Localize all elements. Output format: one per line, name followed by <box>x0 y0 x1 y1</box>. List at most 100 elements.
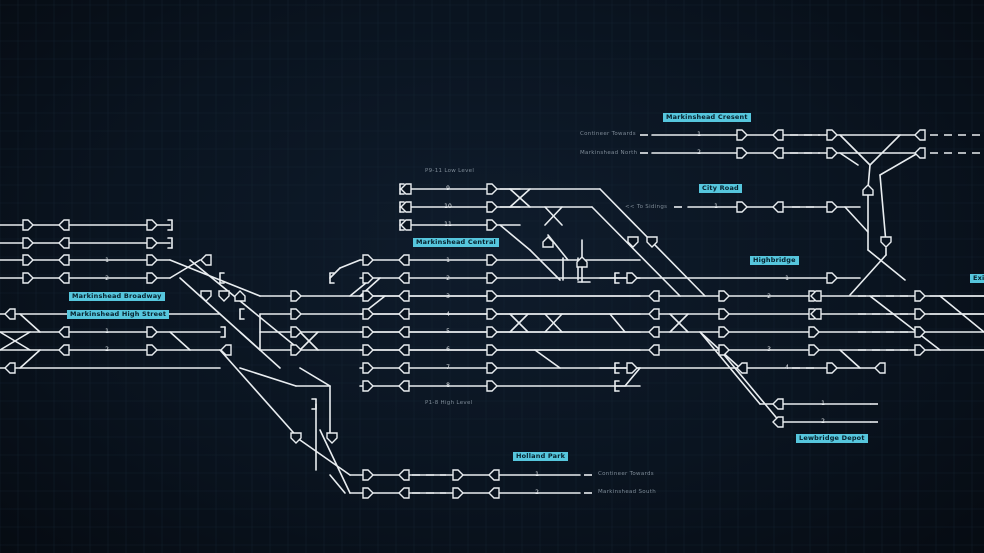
track-number: 2 <box>105 346 109 353</box>
signal-head <box>400 201 412 213</box>
signal-head <box>826 201 838 213</box>
track-number: 3 <box>446 293 450 300</box>
signal-head <box>290 344 302 356</box>
signal-head <box>58 237 70 249</box>
track-number: 4 <box>446 311 450 318</box>
track-number: 3 <box>767 346 771 353</box>
signal-head <box>452 469 464 481</box>
signal-head <box>826 129 838 141</box>
track-number: 1 <box>821 400 825 407</box>
signal-head <box>400 219 412 231</box>
signal-head <box>234 290 246 302</box>
signal-head <box>398 344 410 356</box>
signal-head <box>826 147 838 159</box>
signal-head <box>200 254 212 266</box>
signal-head <box>486 290 498 302</box>
track-segment <box>189 259 301 351</box>
signal-head <box>914 147 926 159</box>
signal-head <box>4 362 16 374</box>
caption-high-level: P1-8 High Level <box>425 400 473 406</box>
track-number: 7 <box>446 364 450 371</box>
signal-head <box>808 344 820 356</box>
signal-head <box>736 362 748 374</box>
signal-head <box>810 290 822 302</box>
signal-head <box>400 183 412 195</box>
station-label-broadway: Markinshead Broadway <box>69 292 165 301</box>
signal-head <box>452 487 464 499</box>
track-segment <box>239 367 297 387</box>
track-segment <box>499 224 531 251</box>
signal-head <box>200 290 212 302</box>
signal-head <box>486 219 498 231</box>
signal-head <box>290 308 302 320</box>
signal-head <box>146 254 158 266</box>
track-segment <box>544 206 563 226</box>
track-segment <box>0 331 31 351</box>
signal-head <box>486 254 498 266</box>
signal-head <box>290 432 302 444</box>
station-label-holland-park: Holland Park <box>513 452 569 461</box>
signal-head <box>218 290 230 302</box>
track-number: 1 <box>105 257 109 264</box>
track-number: 6 <box>446 346 450 353</box>
destination-contineer-south: Contineer Towards <box>598 471 654 477</box>
track-number: 1 <box>697 131 701 138</box>
signal-head <box>362 362 374 374</box>
signal-head <box>146 326 158 338</box>
track-segment <box>839 152 859 166</box>
track-segment <box>239 331 261 351</box>
signal-head <box>146 219 158 231</box>
signal-head <box>398 254 410 266</box>
track-segment <box>869 134 901 166</box>
signal-head <box>362 272 374 284</box>
signal-head <box>627 236 639 248</box>
signal-head <box>486 362 498 374</box>
track-segment <box>669 313 689 333</box>
signal-head <box>718 290 730 302</box>
track-number: 11 <box>444 221 452 228</box>
track-segment <box>169 331 191 351</box>
track-number: 1 <box>714 203 718 210</box>
track-dashes <box>412 134 984 494</box>
signal-head <box>486 183 498 195</box>
track-number: 9 <box>446 185 450 192</box>
signal-head <box>58 272 70 284</box>
signal-head <box>488 469 500 481</box>
signal-head <box>808 326 820 338</box>
track-number: 10 <box>444 203 452 210</box>
signal-head <box>58 219 70 231</box>
track-segment <box>867 249 906 281</box>
signal-head <box>22 254 34 266</box>
track-segment <box>299 331 319 351</box>
track-segment <box>544 313 563 333</box>
track-segment <box>319 429 351 494</box>
track-segment <box>509 188 531 208</box>
signal-head <box>486 201 498 213</box>
signal-head <box>576 256 588 268</box>
signal-head <box>146 272 158 284</box>
signal-head <box>58 344 70 356</box>
signal-head <box>648 326 660 338</box>
track-segment <box>839 349 861 369</box>
track-segment <box>509 313 529 333</box>
destination-contineer: Contineer Towards <box>580 131 636 137</box>
signal-head <box>362 326 374 338</box>
signal-head <box>486 308 498 320</box>
track-segment <box>869 295 941 351</box>
track-segment <box>329 474 346 494</box>
destination-markinshead-south: Markinshead South <box>598 489 657 495</box>
signal-head <box>290 326 302 338</box>
signal-head <box>22 219 34 231</box>
signal-head <box>398 290 410 302</box>
signal-head <box>648 344 660 356</box>
station-label-lewbridge-depot: Lewbridge Depot <box>796 434 868 443</box>
signal-head <box>826 362 838 374</box>
caption-low-level: P9-11 Low Level <box>425 168 475 174</box>
signal-head <box>362 308 374 320</box>
signal-head <box>772 398 784 410</box>
station-label-crescent: Markinshead Cresent <box>663 113 751 122</box>
track-segment <box>529 249 561 281</box>
station-label-city-road: City Road <box>699 184 742 193</box>
track-segment <box>219 349 301 441</box>
